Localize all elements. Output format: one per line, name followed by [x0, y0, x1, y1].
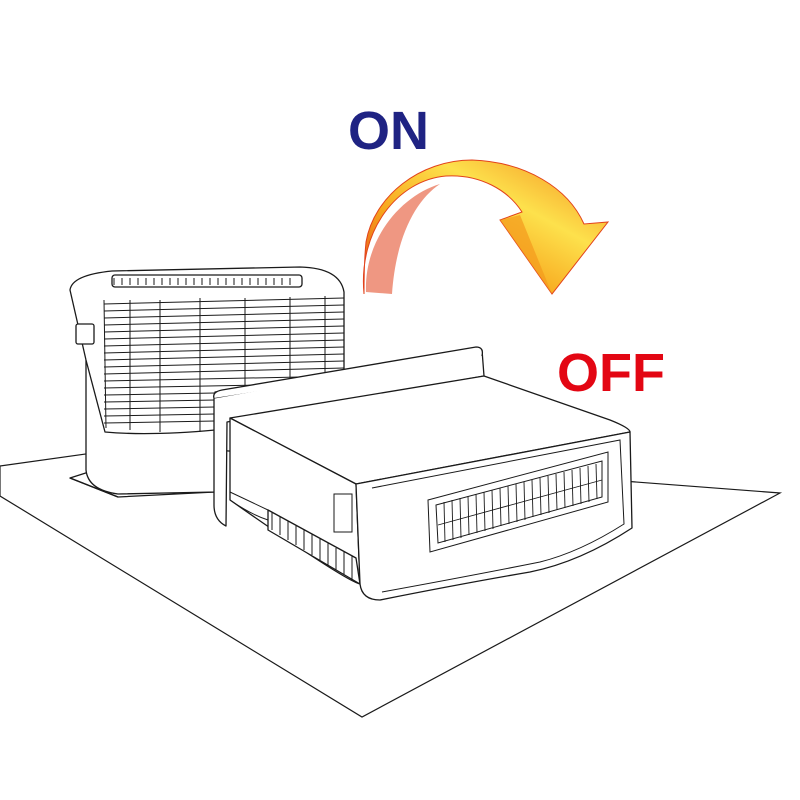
standing-heater-grille — [104, 278, 344, 432]
tipped-heater-details — [230, 440, 624, 592]
off-label: OFF — [557, 343, 665, 403]
tipped-heater-vent-slats — [438, 464, 602, 542]
arrow-body — [363, 160, 608, 294]
arrow-head-shade — [500, 215, 552, 294]
curved-arrow — [363, 160, 608, 294]
on-label: ON — [348, 101, 429, 161]
tipped-heater-vent — [428, 452, 608, 552]
arrow-inner-shade — [365, 184, 440, 294]
